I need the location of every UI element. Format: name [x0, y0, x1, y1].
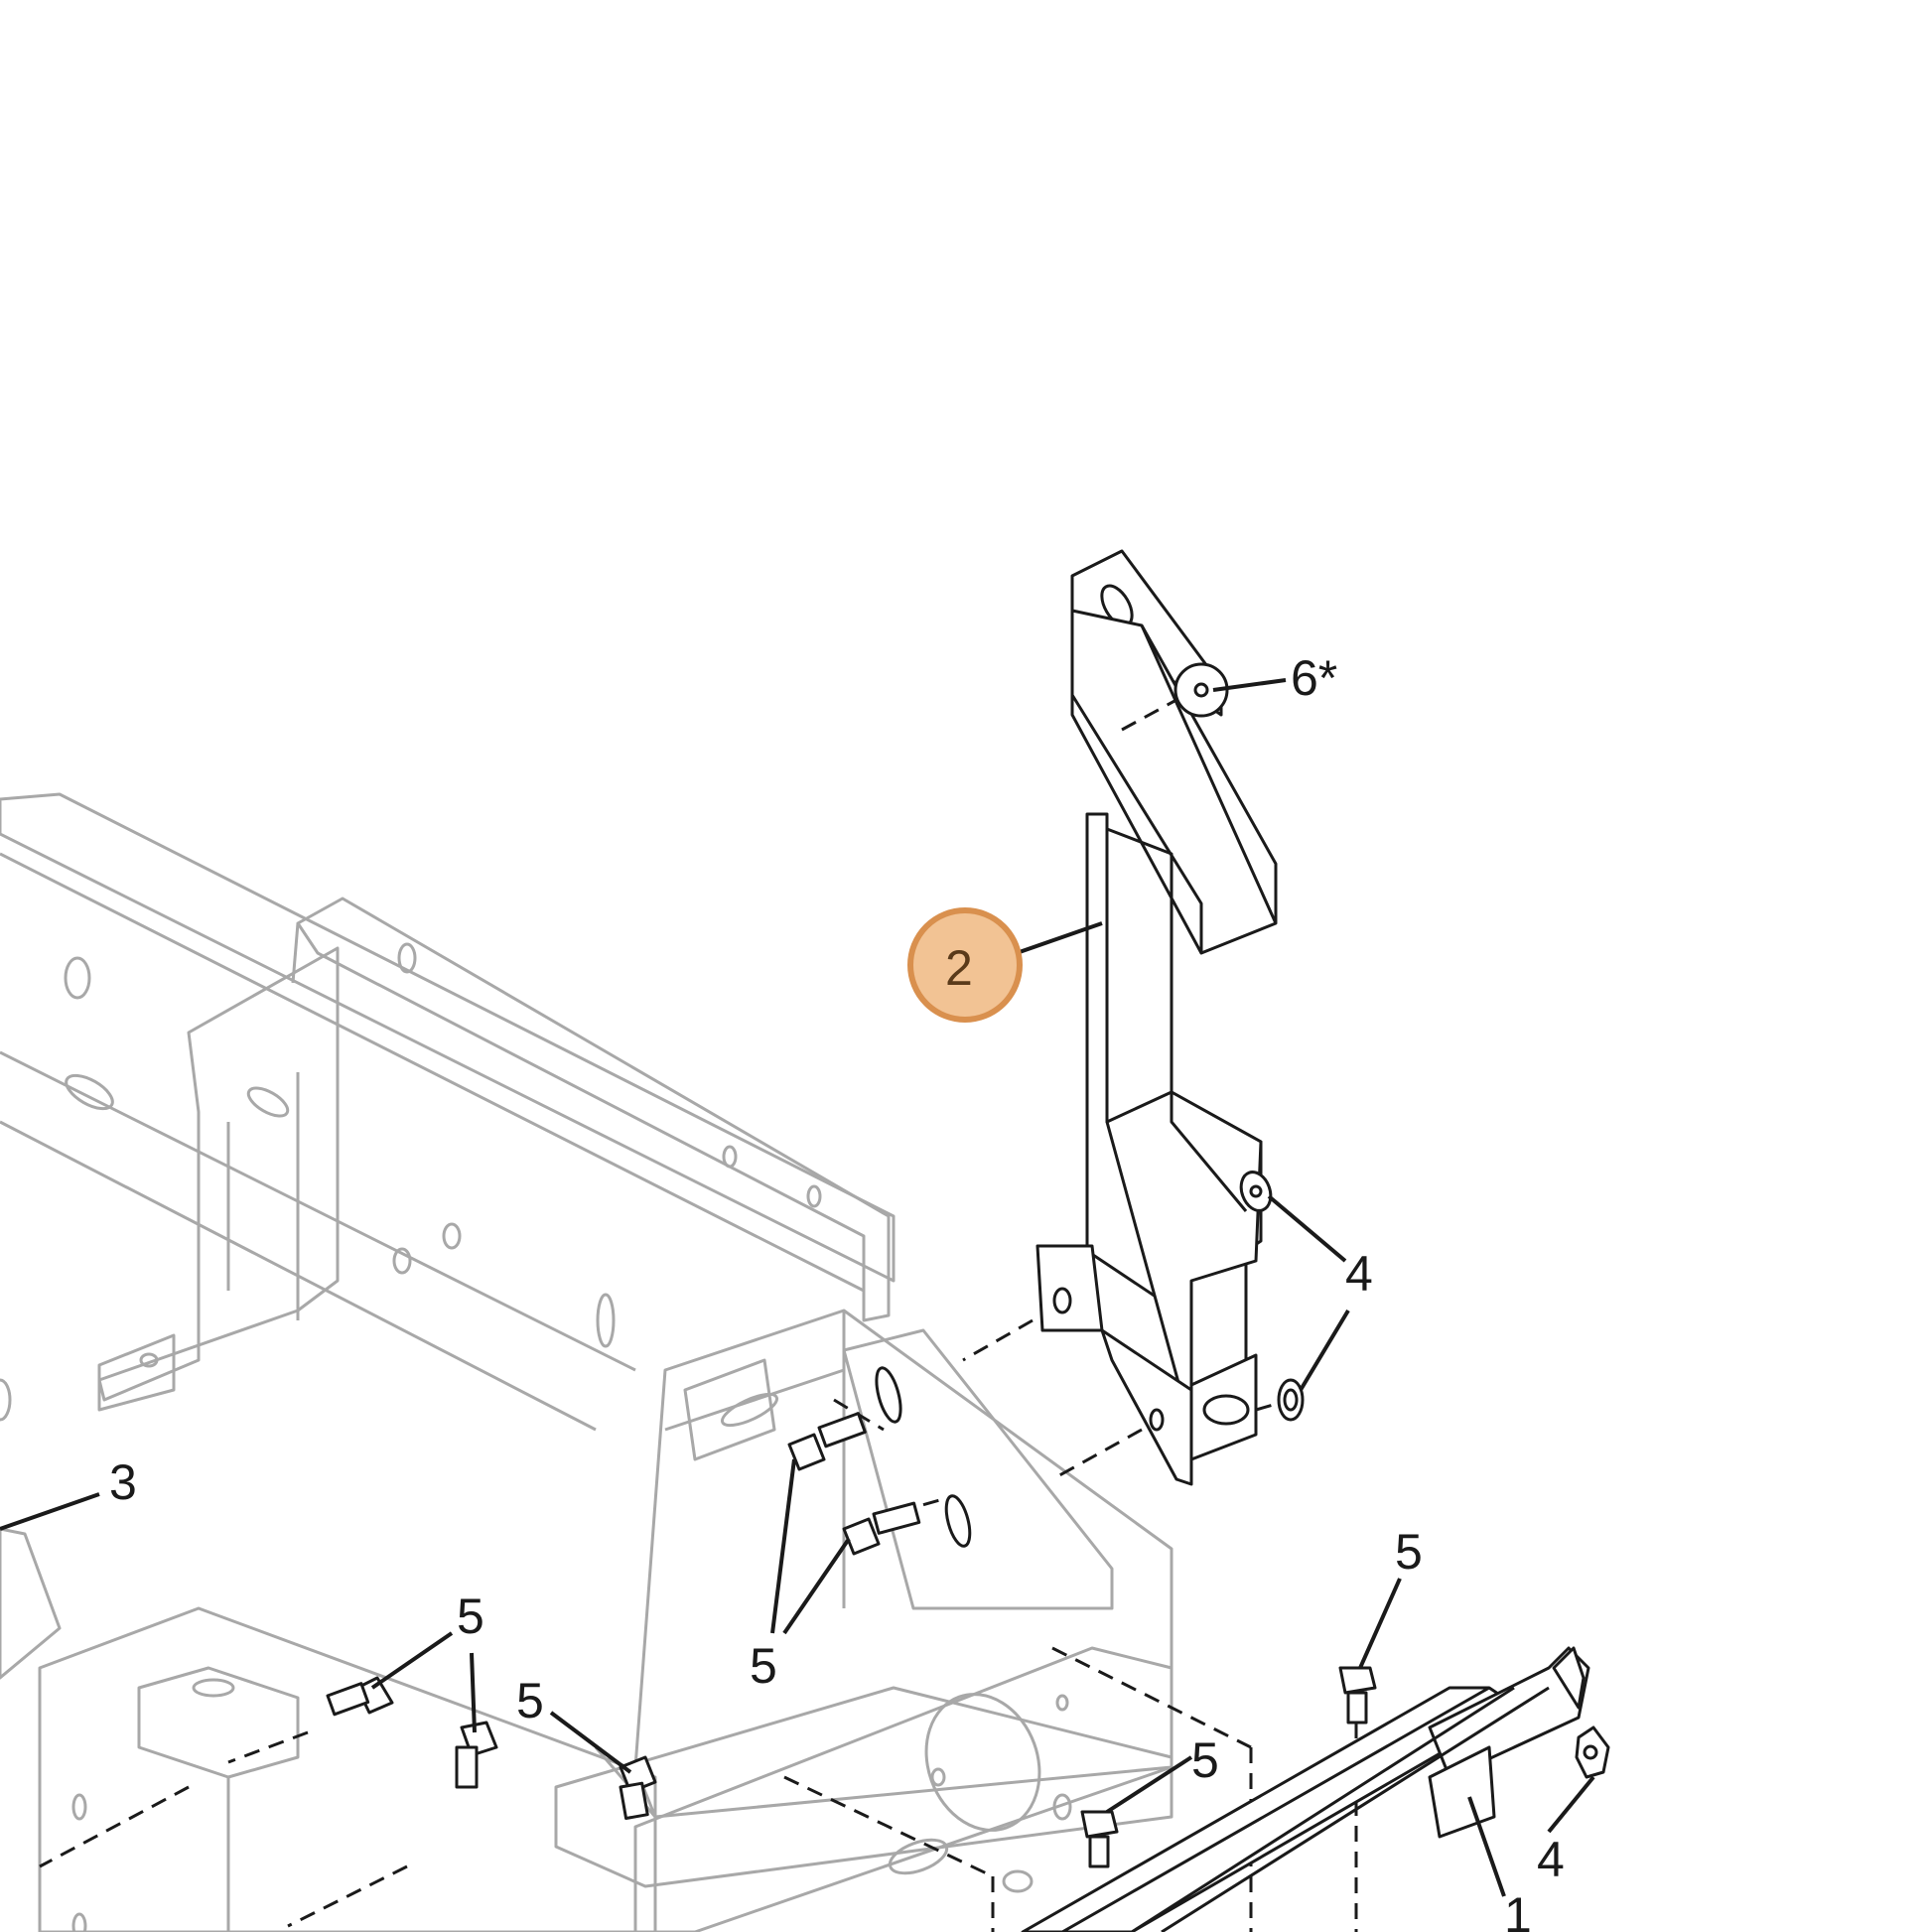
- callout-5-right-upper[interactable]: 5: [1395, 1524, 1423, 1580]
- part-1-rail: [1021, 1646, 1590, 1932]
- callout-5-left-lower[interactable]: 5: [516, 1673, 544, 1728]
- part-2-bracket: [1035, 549, 1292, 1486]
- bolt-5-left-vertical: [455, 1721, 498, 1789]
- frame-context: [0, 792, 1173, 1932]
- bolt-5-center-lower: [842, 1494, 972, 1556]
- nut-4-right: [1575, 1725, 1610, 1779]
- callout-4-lower[interactable]: 4: [1537, 1832, 1565, 1887]
- callout-6[interactable]: 6*: [1291, 650, 1337, 706]
- washer-6: [1121, 662, 1229, 732]
- bolt-5-center-upper: [787, 1412, 867, 1471]
- bolt-5-right-lower: [1080, 1810, 1119, 1868]
- nut-4-upper: [1239, 1171, 1273, 1212]
- callout-5-left[interactable]: 5: [457, 1588, 484, 1644]
- part-2-highlight-circle[interactable]: [907, 907, 1023, 1023]
- callout-5-center[interactable]: 5: [750, 1638, 777, 1694]
- callout-5-right-lower[interactable]: 5: [1191, 1732, 1219, 1788]
- nut-4-middle: [1277, 1378, 1305, 1422]
- callout-2[interactable]: 2: [945, 940, 973, 996]
- hardware: [326, 662, 1610, 1868]
- callout-3[interactable]: 3: [109, 1454, 137, 1510]
- callout-1[interactable]: 1: [1504, 1887, 1532, 1932]
- leader-lines: [0, 678, 1595, 1897]
- bolt-5-right-upper: [1338, 1666, 1377, 1725]
- bolt-5-left-horizontal: [326, 1676, 394, 1717]
- bolt-5-middle: [619, 1755, 657, 1821]
- callout-labels: 2 6* 4 4 3 5 5 5 5 5 1: [109, 650, 1565, 1932]
- callout-4-upper[interactable]: 4: [1345, 1246, 1373, 1302]
